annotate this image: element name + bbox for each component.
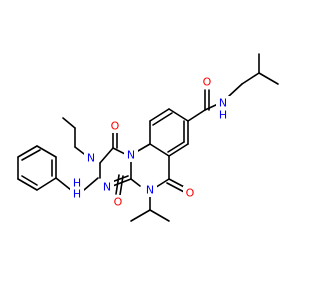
bond [130,209,151,222]
nitrogen-label: N [127,149,135,162]
molecule-svg: O N H O N N N N H H [17,53,279,222]
bond [204,103,219,111]
bond [130,178,141,187]
bond [168,108,189,122]
atom-o-triazolone: O [108,119,122,133]
bond [149,143,170,157]
hydrogen-label: H [219,109,227,122]
bond [21,149,41,161]
atom-o-amide-lower: O [111,195,125,209]
bond [83,177,99,191]
bond [152,112,173,126]
bond [149,108,170,122]
atom-labels: O N H O N N N N H H [70,75,230,209]
atom-n-isopropyl: N [143,183,157,197]
oxygen-label: O [186,187,195,200]
bond [36,177,57,191]
hydrogen-label: H [73,177,81,190]
bond [168,143,189,157]
atom-o-amide-top: O [200,75,214,89]
nitrogen-label: N [103,181,111,194]
bond [241,72,260,85]
atom-n-bridge: N [124,148,138,162]
bond [115,174,120,195]
bond [36,145,57,158]
atom-o-quinazolinone: O [183,186,197,200]
atom-nh-amide-top: N H [216,96,230,122]
bond [228,83,243,97]
nitrogen-label: N [146,184,154,197]
nitrogen-label: N [87,152,95,165]
atom-n-triazole-left: N [84,151,98,165]
atom-nh-benzyl: H H [70,176,84,201]
nitrogen-label: H [73,188,81,201]
oxygen-label: O [203,76,212,89]
bond [149,209,170,222]
bond [166,182,187,194]
bond [55,177,72,191]
bond [99,147,114,164]
oxygen-label: O [114,196,123,209]
atom-n-triazole-bottom: N [100,180,114,194]
bond [17,178,38,191]
bond [21,175,38,186]
bond [62,117,76,129]
bond [187,109,206,122]
bond [119,175,124,196]
oxygen-label: O [111,120,120,133]
molecule-structure-diagram: O N H O N N N N H H [17,53,279,222]
bond [17,145,38,158]
bond [167,141,185,153]
nitrogen-label: N [219,97,227,110]
bond [258,72,279,85]
